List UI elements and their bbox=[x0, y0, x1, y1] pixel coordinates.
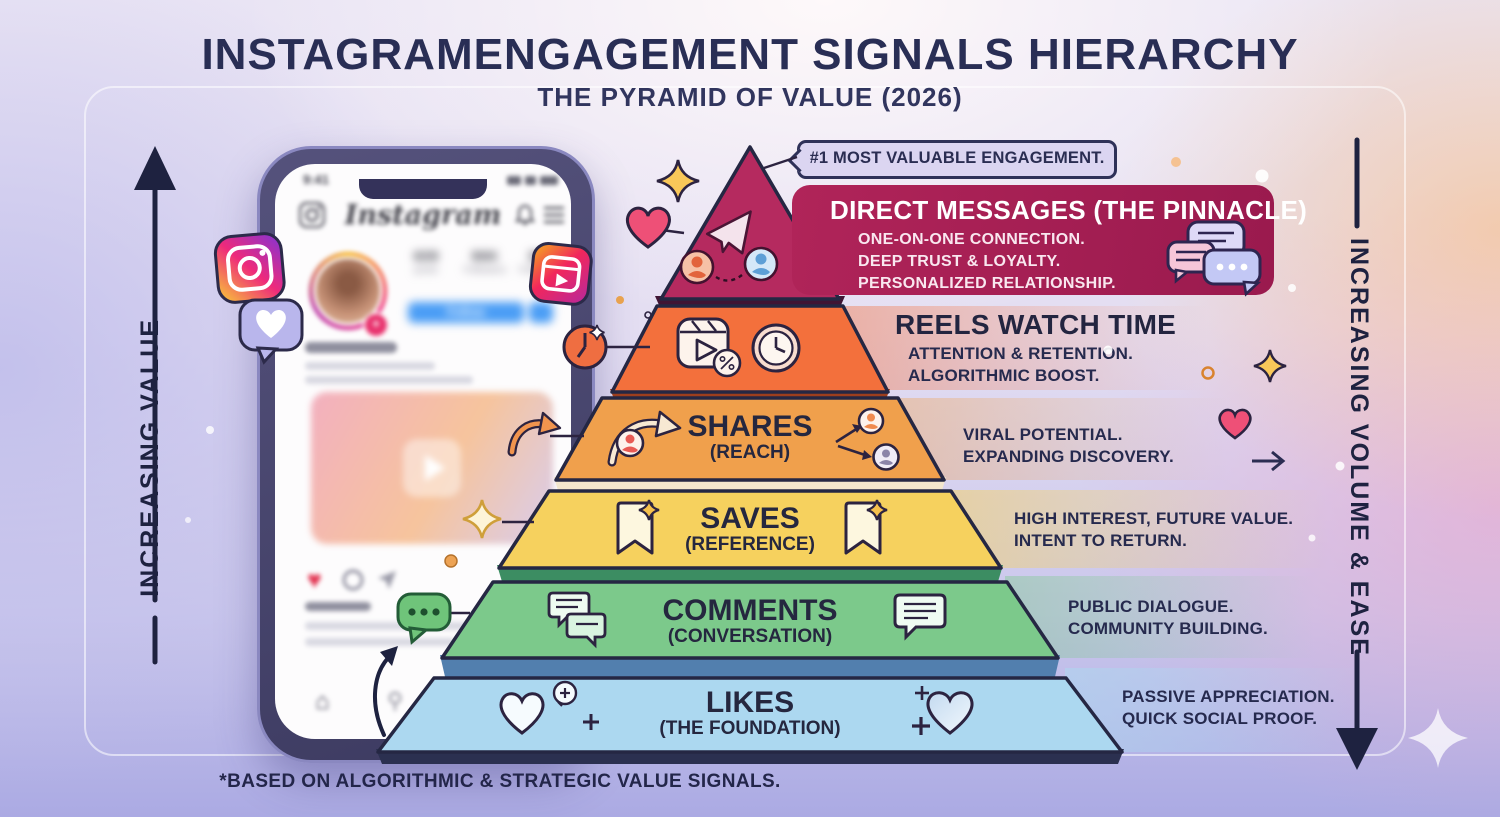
annotation-bands bbox=[838, 306, 1365, 752]
more-button bbox=[529, 302, 553, 323]
level-comments-label: COMMENTS (CONVERSATION) bbox=[662, 594, 838, 648]
level-shares-shape bbox=[554, 396, 946, 482]
saves-bookmark-icon-left bbox=[616, 499, 660, 555]
dm-avatar-receiver-icon bbox=[743, 246, 779, 282]
level-shares-label: SHARES (REACH) bbox=[687, 410, 813, 464]
right-axis-label: INCREASING VOLUME & EASE bbox=[1345, 238, 1373, 657]
avatar-add-badge: + bbox=[363, 312, 389, 338]
shares-network-icon bbox=[835, 407, 900, 471]
caption-line bbox=[305, 622, 485, 630]
share-icon bbox=[378, 571, 396, 589]
reels-description: ATTENTION & RETENTION.ALGORITHMIC BOOST. bbox=[908, 344, 1134, 386]
profile-name-placeholder bbox=[305, 342, 397, 353]
battery-icon bbox=[540, 176, 558, 185]
comments-description: PUBLIC DIALOGUE.COMMUNITY BUILDING. bbox=[1068, 597, 1268, 639]
phone-statusbar: 9:41 bbox=[275, 170, 571, 188]
comment-bubble-icon bbox=[893, 593, 947, 641]
play-button bbox=[403, 439, 461, 497]
level-reels-shape bbox=[610, 304, 890, 394]
bio-line bbox=[305, 376, 473, 384]
dm-dashed-arrow bbox=[715, 274, 743, 282]
like-icon: ♥ bbox=[307, 566, 322, 594]
camera-icon bbox=[299, 202, 325, 228]
follow-button: Follow bbox=[408, 302, 524, 323]
instagram-header: Instagram bbox=[275, 196, 571, 240]
instagram-logo: Instagram bbox=[344, 200, 502, 231]
reels-icon bbox=[676, 317, 742, 378]
signal-icon bbox=[507, 176, 521, 185]
watch-time-clock-icon bbox=[751, 323, 801, 373]
likes-description: PASSIVE APPRECIATION.QUICK SOCIAL PROOF. bbox=[1122, 687, 1335, 729]
saves-description: HIGH INTEREST, FUTURE VALUE.INTENT TO RE… bbox=[1014, 509, 1294, 551]
page-title: INSTAGRAMENGAGEMENT SIGNALS HIERARCHY bbox=[201, 30, 1299, 79]
dm-annotation-box: DIRECT MESSAGES (THE PINNACLE) ONE-ON-ON… bbox=[792, 185, 1307, 295]
dm-avatar-sender-icon bbox=[679, 249, 715, 285]
page-subtitle: THE PYRAMID OF VALUE (2026) bbox=[537, 82, 963, 112]
top-callout: #1 MOST VALUABLE ENGAGEMENT. bbox=[787, 140, 1117, 179]
left-axis-label: INCREASING VALUE bbox=[136, 318, 164, 597]
comments-bubbles-icon bbox=[547, 591, 607, 649]
post-thumbnail bbox=[311, 392, 553, 544]
shares-description: VIRAL POTENTIAL.EXPANDING DISCOVERY. bbox=[963, 425, 1174, 467]
footer-note: *BASED ON ALGORITHMIC & STRATEGIC VALUE … bbox=[219, 771, 781, 792]
bell-icon bbox=[514, 204, 536, 226]
dm-description: ONE-ON-ONE CONNECTION. DEEP TRUST & LOYA… bbox=[858, 231, 1116, 293]
saves-bookmark-icon-right bbox=[844, 499, 888, 555]
bio-line bbox=[305, 362, 435, 370]
caption-line bbox=[305, 638, 455, 646]
likes-heart-icon-right bbox=[912, 686, 974, 735]
phone-notch bbox=[359, 179, 487, 199]
level-likes-label: LIKES (THE FOUNDATION) bbox=[659, 686, 841, 740]
menu-icon bbox=[544, 206, 564, 224]
home-icon: ⌂ bbox=[315, 688, 330, 715]
dm-title: DIRECT MESSAGES (THE PINNACLE) bbox=[830, 195, 1308, 225]
dm-paper-plane-icon bbox=[705, 210, 752, 255]
shares-arrow-icon bbox=[607, 410, 682, 467]
level-saves-label: SAVES (REFERENCE) bbox=[685, 502, 815, 556]
likes-count-placeholder bbox=[305, 602, 371, 611]
likes-heart-icon-left bbox=[499, 680, 599, 735]
wifi-icon bbox=[525, 176, 536, 185]
status-time: 9:41 bbox=[303, 172, 330, 187]
reels-title: REELS WATCH TIME bbox=[895, 309, 1177, 340]
comment-icon bbox=[342, 569, 364, 591]
